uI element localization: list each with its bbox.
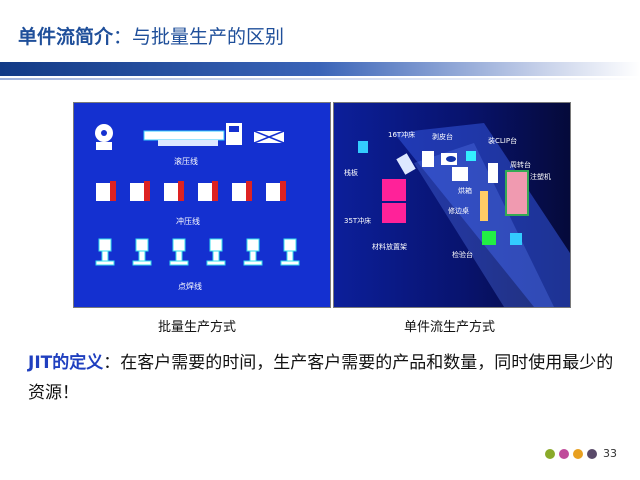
jit-definition: JIT的定义：在客户需要的时间，生产客户需要的产品和数量，同时使用最少的资源！: [28, 348, 628, 408]
press-16t-box: [396, 153, 416, 175]
strip-table-box: [422, 151, 434, 167]
one-piece-flow-diagram: 16T冲床 剥皮台 装CLIP台 周转台 注塑机 烘箱 修边桌 35T冲床 材料…: [333, 102, 571, 308]
batch-production-diagram: 滚压线 冲压线 点焊线: [73, 102, 331, 308]
material-rack-box: [382, 203, 406, 223]
footer-dot-1: [545, 449, 555, 459]
press-35t-box: [382, 179, 406, 201]
injection-machine-box: [505, 170, 529, 216]
pallet-box: [358, 141, 368, 153]
label-16t-press: 16T冲床: [388, 130, 415, 139]
trim-table-box: [480, 191, 488, 221]
jit-term: JIT的定义: [28, 353, 104, 373]
label-pallet: 栈板: [344, 168, 358, 177]
roller-line-label: 滚压线: [174, 156, 198, 166]
footer-dot-3: [573, 449, 583, 459]
label-35t-press: 35T冲床: [344, 216, 371, 225]
turn-table-box: [488, 163, 498, 183]
press-machines: [96, 181, 286, 201]
inspection-box: [482, 231, 496, 245]
label-material-rack: 材料放置架: [372, 242, 407, 251]
flow-diagram-svg: 16T冲床 剥皮台 装CLIP台 周转台 注塑机 烘箱 修边桌 35T冲床 材料…: [344, 123, 570, 307]
weld-line-label: 点焊线: [178, 281, 202, 291]
jit-text: 在客户需要的时间，生产客户需要的产品和数量，同时使用最少的资源！: [28, 353, 614, 403]
press-line-label: 冲压线: [176, 216, 200, 226]
slide-title-sep: ：: [113, 26, 133, 48]
footer-dot-2: [559, 449, 569, 459]
label-oven: 烘箱: [458, 186, 472, 195]
label-injection-machine: 注塑机: [530, 172, 551, 181]
clip-table-box: [466, 151, 476, 161]
slide-title-sub: 与批量生产的区别: [132, 26, 285, 48]
slide-title-main: 单件流简介: [18, 26, 114, 48]
flow-caption: 单件流生产方式: [404, 320, 496, 335]
title-band-line: [0, 78, 640, 80]
page-number: 33: [603, 447, 617, 460]
label-trim-table: 修边桌: [448, 206, 469, 215]
weld-machines: [95, 238, 300, 266]
batch-caption: 批量生产方式: [158, 320, 237, 335]
inspection-2-box: [510, 233, 522, 245]
flow-path-beam-inner: [414, 143, 554, 307]
footer-dots: [545, 449, 597, 459]
title-band: [0, 62, 640, 76]
batch-diagram-svg: 滚压线 冲压线 点焊线: [95, 123, 300, 291]
jit-colon: ：: [103, 353, 121, 373]
roller-machine-icon: [95, 123, 285, 150]
slide-title: 单件流简介：与批量生产的区别: [18, 22, 284, 49]
label-strip-table: 剥皮台: [432, 132, 453, 141]
label-clip-table: 装CLIP台: [488, 136, 517, 145]
label-inspection: 检验台: [452, 250, 473, 259]
footer-dot-4: [587, 449, 597, 459]
label-turn-table: 周转台: [510, 160, 531, 169]
oven-box: [452, 167, 468, 181]
